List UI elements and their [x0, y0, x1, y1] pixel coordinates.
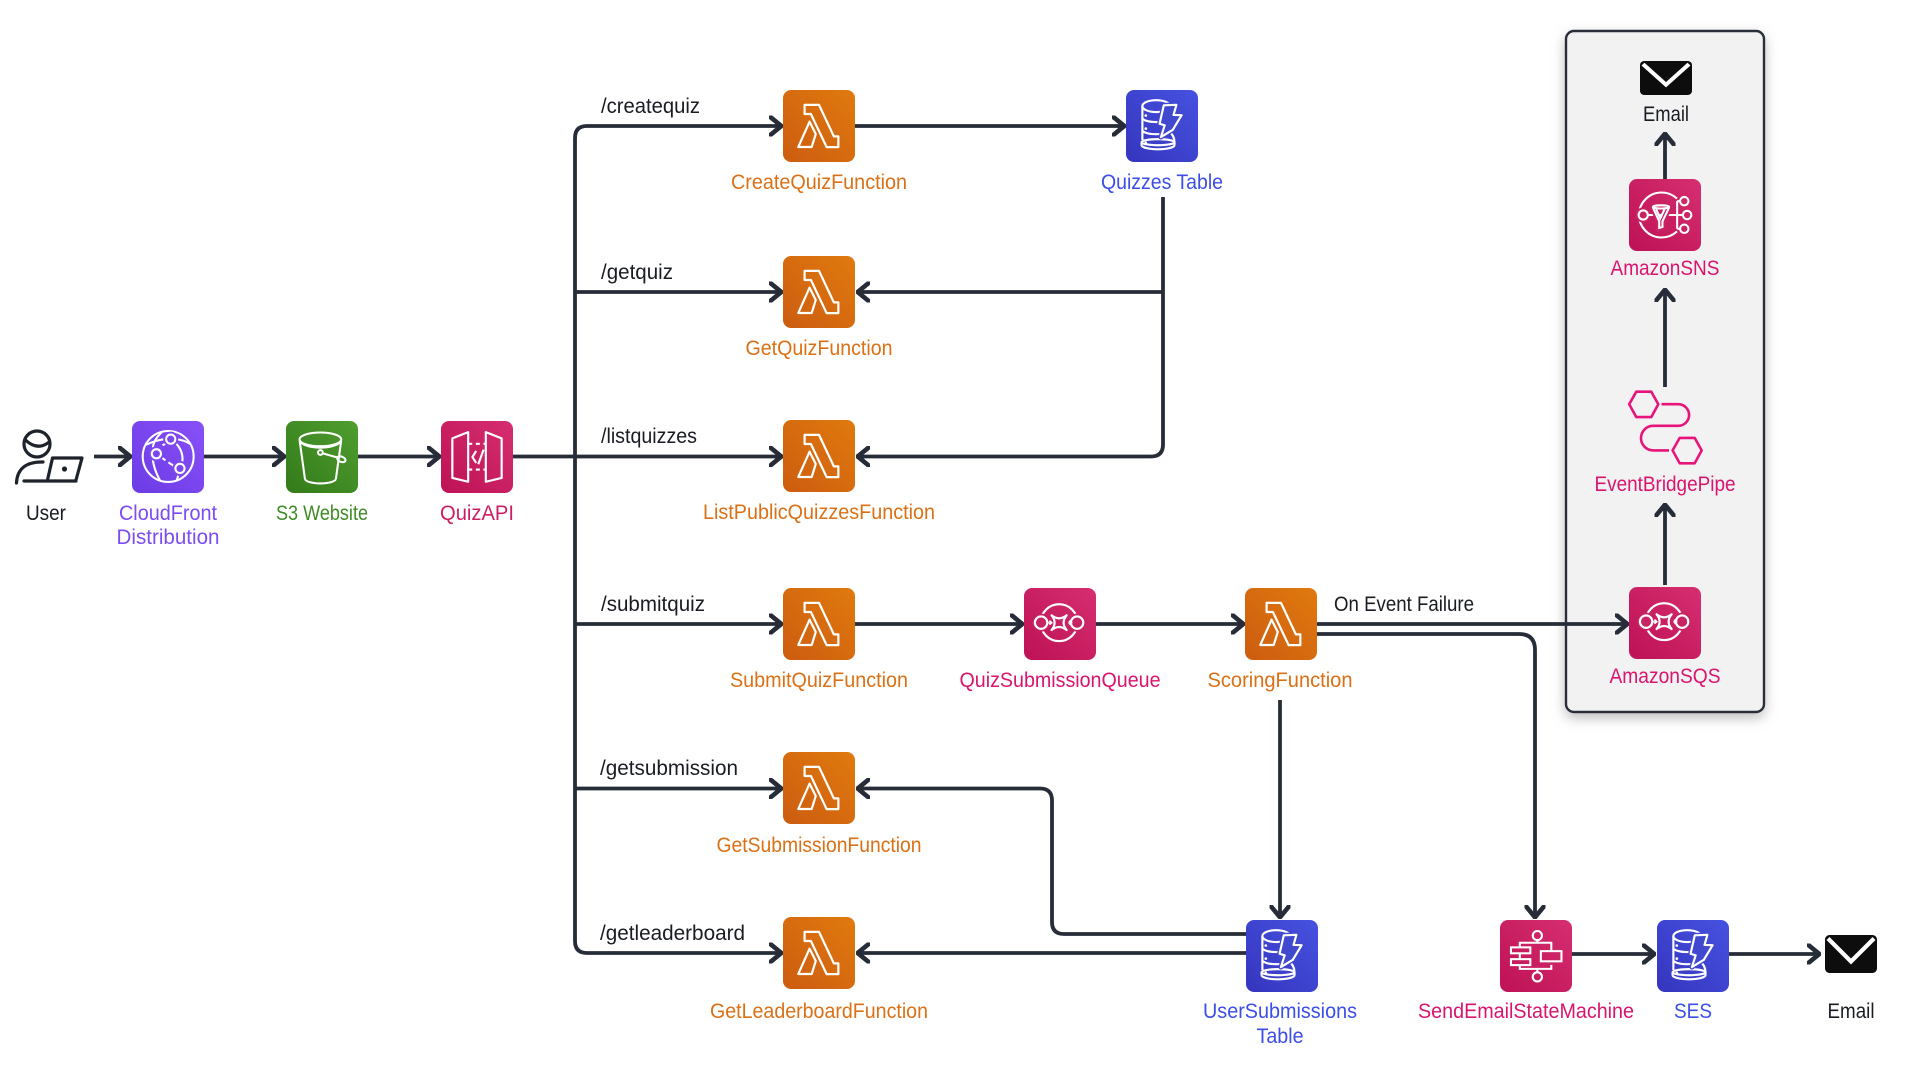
svg-text:QuizAPI: QuizAPI [440, 502, 514, 525]
svg-text:/getsubmission: /getsubmission [600, 757, 738, 780]
svg-text:/submitquiz: /submitquiz [601, 593, 705, 616]
svg-text:SubmitQuizFunction: SubmitQuizFunction [730, 669, 908, 692]
svg-text:SES: SES [1674, 1000, 1712, 1023]
svg-text:/getquiz: /getquiz [601, 261, 673, 284]
svg-text:Email: Email [1828, 1000, 1875, 1023]
svg-text:Distribution: Distribution [117, 526, 220, 549]
svg-text:S3 Website: S3 Website [276, 502, 368, 525]
svg-text:EventBridgePipe: EventBridgePipe [1595, 473, 1736, 496]
svg-text:CloudFront: CloudFront [119, 502, 217, 525]
svg-text:/getleaderboard: /getleaderboard [600, 922, 745, 945]
svg-text:GetLeaderboardFunction: GetLeaderboardFunction [710, 1000, 928, 1023]
svg-text:UserSubmissions: UserSubmissions [1203, 1000, 1357, 1023]
svg-text:/listquizzes: /listquizzes [601, 425, 697, 448]
svg-text:ListPublicQuizzesFunction: ListPublicQuizzesFunction [703, 501, 935, 524]
svg-text:/createquiz: /createquiz [601, 95, 700, 118]
svg-text:Email: Email [1643, 103, 1689, 126]
svg-text:GetQuizFunction: GetQuizFunction [746, 337, 893, 360]
svg-text:ScoringFunction: ScoringFunction [1208, 669, 1353, 692]
svg-text:Table: Table [1257, 1025, 1304, 1048]
svg-text:Quizzes Table: Quizzes Table [1101, 171, 1223, 194]
svg-text:SendEmailStateMachine: SendEmailStateMachine [1418, 1000, 1634, 1023]
svg-text:CreateQuizFunction: CreateQuizFunction [731, 171, 907, 194]
svg-text:GetSubmissionFunction: GetSubmissionFunction [717, 834, 922, 857]
svg-text:On Event Failure: On Event Failure [1334, 593, 1474, 616]
svg-text:QuizSubmissionQueue: QuizSubmissionQueue [960, 669, 1161, 692]
svg-text:AmazonSNS: AmazonSNS [1611, 257, 1720, 280]
svg-text:User: User [26, 502, 66, 525]
svg-text:AmazonSQS: AmazonSQS [1610, 665, 1721, 688]
